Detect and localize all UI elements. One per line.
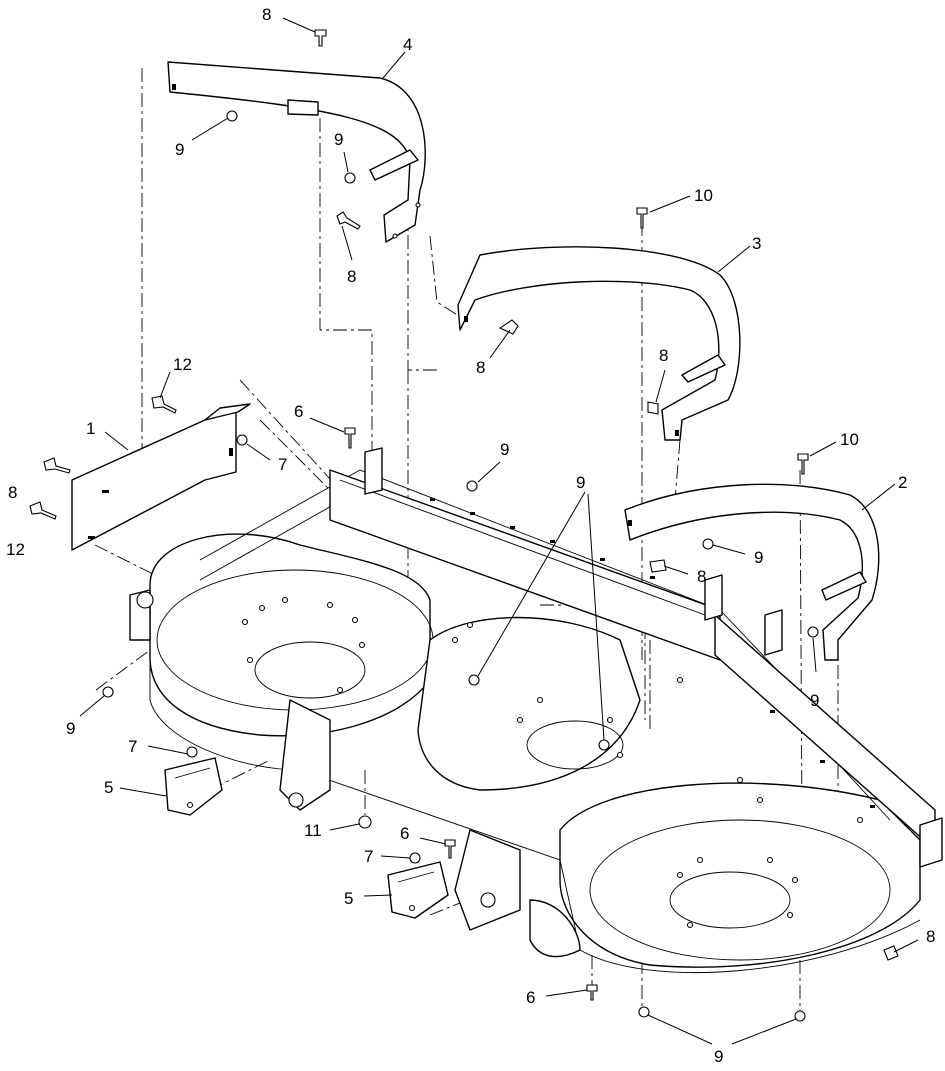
callout-8: 8	[697, 567, 706, 586]
callout-9: 9	[175, 140, 184, 159]
deflector-bracket-part-5-right	[387, 861, 449, 919]
mower-deck-housing	[129, 447, 943, 974]
callout-11: 11	[304, 821, 322, 840]
callout-5: 5	[344, 889, 353, 908]
baffle-part-4	[167, 61, 426, 243]
callout-7: 7	[128, 737, 137, 756]
callout-3: 3	[752, 234, 761, 253]
callout-6: 6	[400, 824, 409, 843]
callout-12: 12	[6, 540, 25, 559]
deflector-bracket-part-5-left	[164, 757, 223, 816]
callout-8: 8	[926, 927, 935, 946]
callout-8: 8	[262, 5, 271, 24]
callout-9-bottom: 9	[714, 1047, 723, 1066]
callout-6: 6	[294, 402, 303, 421]
callout-labels: 8 4 9 9 8 10 3 8 8 12 6 1 7 10 9 9 2 8 1…	[6, 5, 935, 1066]
callout-7: 7	[364, 847, 373, 866]
callout-9: 9	[500, 440, 509, 459]
callout-8: 8	[659, 346, 668, 365]
callout-5: 5	[104, 778, 113, 797]
callout-9: 9	[754, 548, 763, 567]
callout-9: 9	[576, 473, 585, 492]
callout-9: 9	[810, 691, 819, 710]
baffle-part-2	[624, 483, 880, 661]
baffle-part-3	[457, 246, 741, 441]
deck-holes	[241, 596, 864, 929]
side-plate-part-1	[71, 403, 251, 551]
callout-6: 6	[526, 988, 535, 1007]
callout-12: 12	[173, 355, 192, 374]
callout-9: 9	[334, 130, 343, 149]
callout-4: 4	[403, 35, 412, 54]
callout-9: 9	[66, 719, 75, 738]
callout-8: 8	[476, 358, 485, 377]
callout-1: 1	[86, 419, 95, 438]
callout-2: 2	[898, 473, 907, 492]
callout-10: 10	[840, 430, 859, 449]
callout-8: 8	[347, 267, 356, 286]
callout-8: 8	[8, 483, 17, 502]
callout-7: 7	[278, 455, 287, 474]
callout-10: 10	[694, 186, 713, 205]
hardware	[29, 29, 899, 1022]
leader-lines	[79, 17, 919, 1045]
